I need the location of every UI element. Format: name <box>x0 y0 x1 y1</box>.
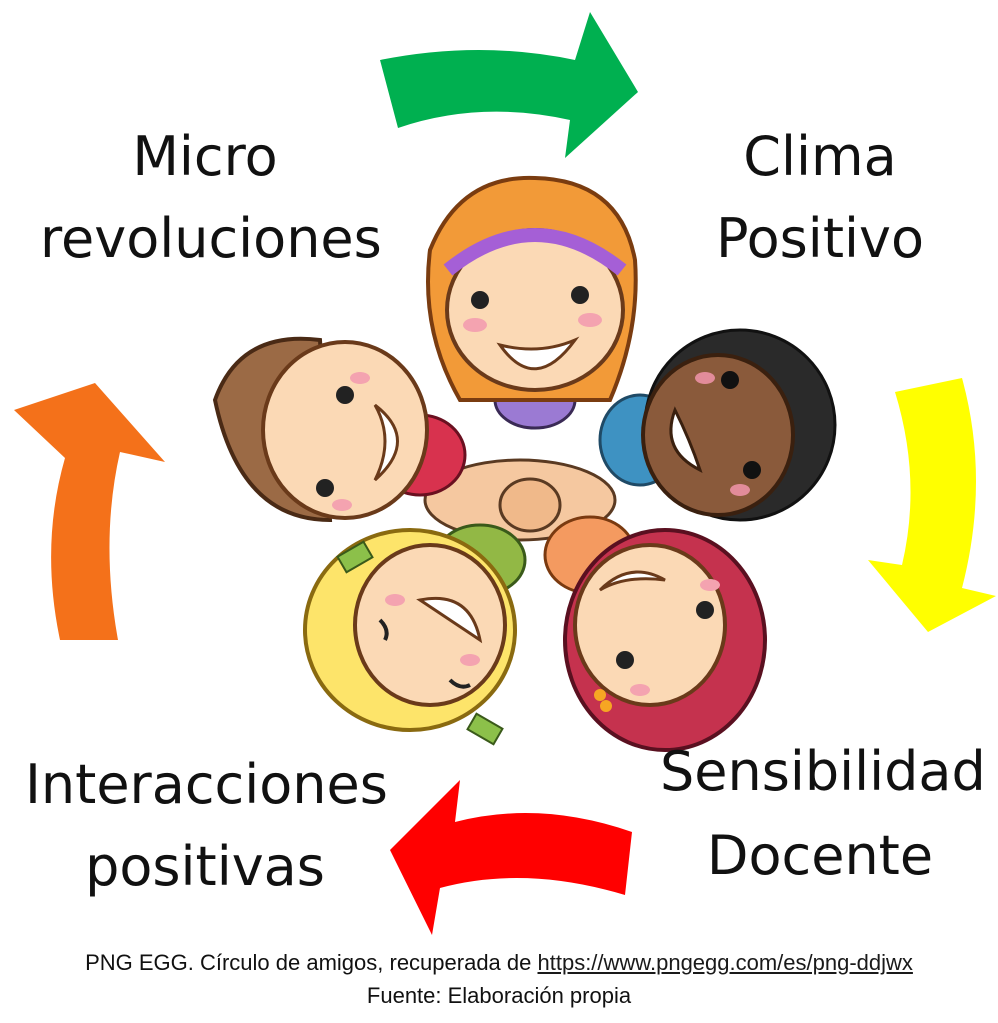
label-interacciones-positivas: Interacciones positivas <box>25 753 388 898</box>
label-micro-line2: revoluciones <box>40 207 382 270</box>
label-micro-revoluciones: Micro revoluciones <box>40 125 382 270</box>
label-clima-line2: Positivo <box>716 207 924 270</box>
green-arrow <box>380 12 638 158</box>
label-sensibilidad-docente: Sensibilidad Docente <box>660 740 986 887</box>
child-bottom-left-blonde <box>303 523 527 746</box>
children-illustration <box>212 175 837 752</box>
source-link[interactable]: https://www.pngegg.com/es/png-ddjwx <box>537 950 913 975</box>
image-source-caption: PNG EGG. Círculo de amigos, recuperada d… <box>0 950 998 976</box>
label-sensibilidad-line1: Sensibilidad <box>660 740 986 803</box>
child-bottom-right-red-hair <box>543 515 767 752</box>
orange-arrow <box>14 383 165 640</box>
caption-source-text: PNG EGG. Círculo de amigos, recuperada d… <box>85 950 538 975</box>
red-arrow <box>390 780 632 935</box>
yellow-arrow <box>868 378 996 632</box>
label-clima-positivo: Clima Positivo <box>700 130 940 266</box>
child-top-orange-hair <box>426 175 638 430</box>
child-left-brown-hair <box>212 336 467 523</box>
label-interacciones-line2: positivas <box>85 835 325 898</box>
footer-caption: Fuente: Elaboración propia <box>366 983 632 1008</box>
label-sensibilidad-line2: Docente <box>706 824 934 887</box>
label-clima-line1: Clima <box>743 125 897 188</box>
label-micro-line1: Micro <box>132 125 278 188</box>
label-interacciones-line1: Interacciones <box>25 753 388 816</box>
child-right-dark-skin <box>598 328 837 522</box>
